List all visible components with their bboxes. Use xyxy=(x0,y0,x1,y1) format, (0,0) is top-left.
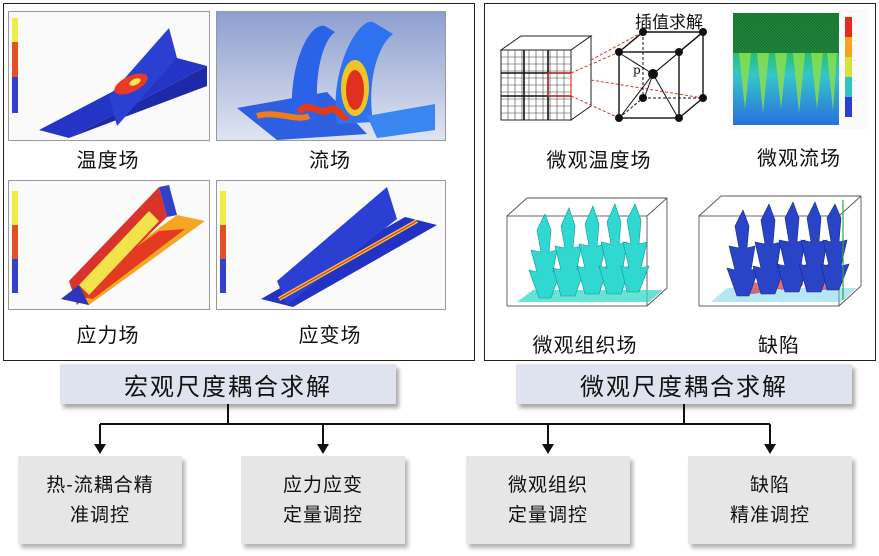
flow-field-label: 流场 xyxy=(309,148,351,172)
interpolation-label: 插值求解 xyxy=(635,13,703,33)
interpolation-diagram xyxy=(493,8,723,134)
stress-field-image xyxy=(8,180,210,310)
micro-temperature-label: 微观温度场 xyxy=(546,148,652,172)
stress-field-label: 应力场 xyxy=(76,323,140,347)
svg-text:.: . xyxy=(854,114,855,119)
micro-banner: 微观尺度耦合求解 xyxy=(516,364,852,404)
outcome-microstructure: 微观组织 定量调控 xyxy=(466,456,630,544)
temperature-field-label: 温度场 xyxy=(76,148,140,172)
microstructure-label: 微观组织场 xyxy=(532,333,638,357)
flow-field-image xyxy=(216,11,446,141)
strain-field-image xyxy=(216,180,446,310)
microstructure-image xyxy=(499,190,677,318)
outcome-defect: 缺陷 精准调控 xyxy=(688,456,852,544)
point-label: p xyxy=(633,63,641,77)
svg-text:.: . xyxy=(854,38,855,43)
svg-text:.: . xyxy=(854,98,855,103)
strain-field-label: 应变场 xyxy=(298,323,362,347)
micro-flow-label: 微观流场 xyxy=(757,146,841,170)
micro-flow-image: ... ... xyxy=(729,9,869,129)
defect-label: 缺陷 xyxy=(758,333,800,357)
micro-panel: 插值求解 p xyxy=(484,3,876,361)
temperature-field-image xyxy=(8,11,210,141)
svg-text:.: . xyxy=(854,58,855,63)
outcome-thermal-flow: 热-流耦合精 准调控 xyxy=(18,456,182,544)
svg-text:.: . xyxy=(854,18,855,23)
macro-banner: 宏观尺度耦合求解 xyxy=(60,364,396,404)
outcome-stress-strain: 应力应变 定量调控 xyxy=(241,456,405,544)
svg-text:.: . xyxy=(854,78,855,83)
macro-panel: 温度场 流场 xyxy=(3,3,475,361)
defect-image xyxy=(691,184,869,318)
